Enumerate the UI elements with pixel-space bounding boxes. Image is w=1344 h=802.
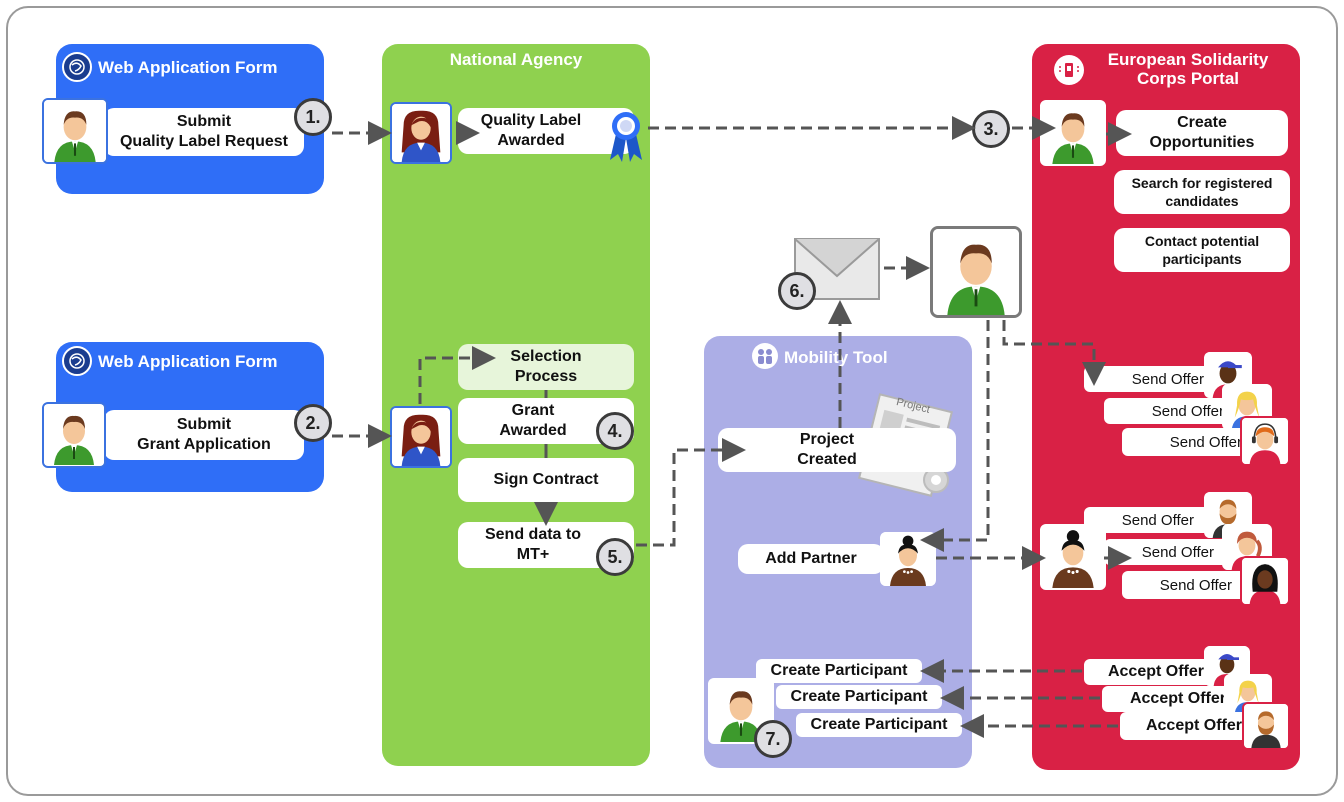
people-icon: [752, 343, 778, 369]
male-person-icon: [1042, 102, 1104, 164]
person-curly-hair-icon: [1242, 558, 1288, 604]
male-person-icon: [44, 405, 104, 465]
step-3-badge: 3.: [972, 110, 1010, 148]
portal-title: European Solidarity Corps Portal: [1107, 50, 1269, 88]
partner-avatar: [880, 532, 936, 586]
search-registered-candidates: Search for registered candidates: [1114, 170, 1290, 214]
agency-officer-avatar-2: [390, 406, 452, 468]
agency-officer-avatar-1: [390, 102, 452, 164]
submit-grant-application: Submit Grant Application: [104, 410, 304, 460]
sign-contract: Sign Contract: [458, 458, 634, 502]
envelope-icon: [794, 238, 880, 300]
applicant-avatar-2: [42, 402, 106, 468]
project-created: Project Created: [718, 428, 956, 472]
organisation-avatar: [1040, 100, 1106, 166]
eu-globe-icon: [62, 346, 92, 376]
female-person-icon: [392, 408, 450, 466]
candidate-avatar-curly: [1240, 556, 1290, 606]
create-opportunities: Create Opportunities: [1116, 110, 1288, 156]
male-person-icon: [44, 100, 106, 162]
participant-coordinator-avatar: [708, 678, 774, 744]
step-1-badge: 1.: [294, 98, 332, 136]
candidate-avatar-ponytail: [1222, 524, 1272, 570]
step-2-badge: 2.: [294, 404, 332, 442]
male-person-icon: [933, 229, 1019, 315]
quality-label-awarded: Quality Label Awarded: [458, 108, 634, 154]
eu-globe-icon: [62, 52, 92, 82]
web-form-title-1: Web Application Form: [98, 58, 278, 77]
web-form-title-2: Web Application Form: [98, 352, 278, 371]
woman-partner-icon: [881, 532, 935, 586]
contact-potential-participants: Contact potential participants: [1114, 228, 1290, 272]
step-5-badge: 5.: [596, 538, 634, 576]
woman-partner-icon: [1042, 526, 1104, 588]
submit-quality-label-request: Submit Quality Label Request: [104, 108, 304, 156]
portal-icon: [1054, 55, 1084, 85]
step-4-badge: 4.: [596, 412, 634, 450]
create-participant-2: Create Participant: [776, 685, 942, 709]
female-person-icon: [392, 104, 450, 162]
selection-process: Selection Process: [458, 344, 634, 390]
person-beard-icon: [1244, 704, 1288, 748]
accepted-avatar-beard: [1242, 702, 1290, 750]
award-ribbon-icon: [604, 108, 648, 164]
national-agency-title: National Agency: [449, 50, 583, 69]
applicant-avatar-1: [42, 98, 108, 164]
step-7-badge: 7.: [754, 720, 792, 758]
step-6-badge: 6.: [778, 272, 816, 310]
mobility-tool-title: Mobility Tool: [784, 348, 888, 367]
person-ponytail-icon: [1224, 524, 1270, 570]
create-participant-3: Create Participant: [796, 713, 962, 737]
candidate-avatar-headphones: [1240, 416, 1290, 466]
create-participant-1: Create Participant: [756, 659, 922, 683]
partner-portal-avatar: [1040, 524, 1106, 590]
male-person-icon: [710, 680, 772, 742]
coordinator-large-avatar: [930, 226, 1022, 318]
person-headphones-icon: [1242, 418, 1288, 464]
add-partner: Add Partner: [738, 544, 884, 574]
